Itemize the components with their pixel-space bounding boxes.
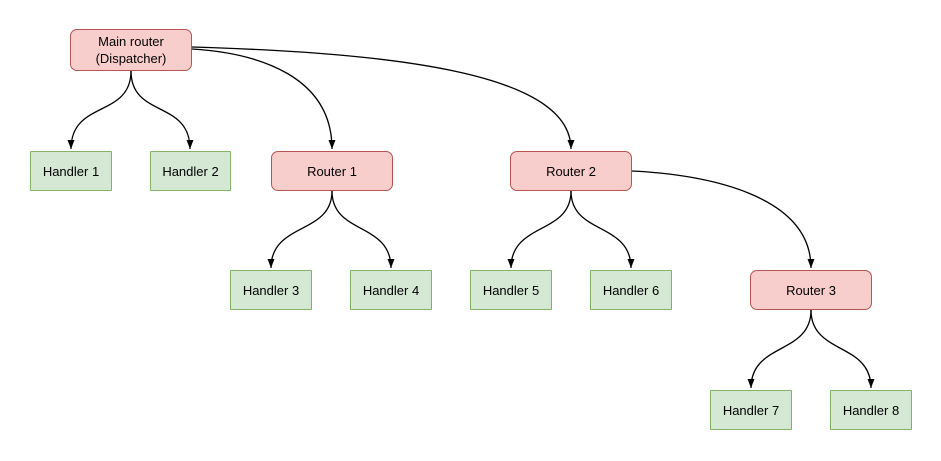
node-router-3: Router 3 [750, 270, 872, 310]
node-router-2-label: Router 2 [546, 163, 596, 179]
node-handler-8-label: Handler 8 [842, 402, 900, 418]
edge-router1-to-handler3 [267, 190, 333, 269]
edge-main-to-router2 [191, 46, 575, 150]
node-handler-3-label: Handler 3 [242, 282, 300, 298]
edge-router2-to-handler6 [570, 190, 635, 269]
node-router-1: Router 1 [271, 151, 393, 191]
node-main-router-label: Main router (Dispatcher) [95, 34, 167, 66]
node-handler-5: Handler 5 [470, 270, 552, 310]
node-handler-4-label: Handler 4 [362, 282, 420, 298]
edge-router3-to-handler7 [747, 309, 812, 389]
node-handler-7: Handler 7 [710, 390, 792, 430]
edge-router1-to-handler4 [331, 190, 395, 269]
node-handler-5-label: Handler 5 [482, 282, 540, 298]
node-handler-3: Handler 3 [230, 270, 312, 310]
node-router-1-label: Router 1 [307, 163, 357, 179]
node-handler-6-label: Handler 6 [602, 282, 660, 298]
edge-router2-to-router3 [631, 170, 815, 269]
node-handler-8: Handler 8 [830, 390, 912, 430]
edge-main-to-handler2 [130, 70, 194, 150]
edge-router2-to-handler5 [507, 190, 572, 269]
node-main-router: Main router (Dispatcher) [70, 29, 192, 71]
node-handler-2: Handler 2 [150, 151, 231, 191]
node-handler-4: Handler 4 [350, 270, 432, 310]
edge-main-to-handler1 [67, 70, 132, 150]
edge-router3-to-handler8 [810, 309, 875, 389]
node-router-3-label: Router 3 [786, 282, 836, 298]
node-router-2: Router 2 [510, 151, 632, 191]
node-handler-2-label: Handler 2 [162, 163, 219, 179]
node-handler-6: Handler 6 [590, 270, 672, 310]
edge-main-to-router1 [191, 48, 336, 150]
node-handler-1: Handler 1 [30, 151, 112, 191]
node-handler-7-label: Handler 7 [722, 402, 780, 418]
node-handler-1-label: Handler 1 [42, 163, 100, 179]
